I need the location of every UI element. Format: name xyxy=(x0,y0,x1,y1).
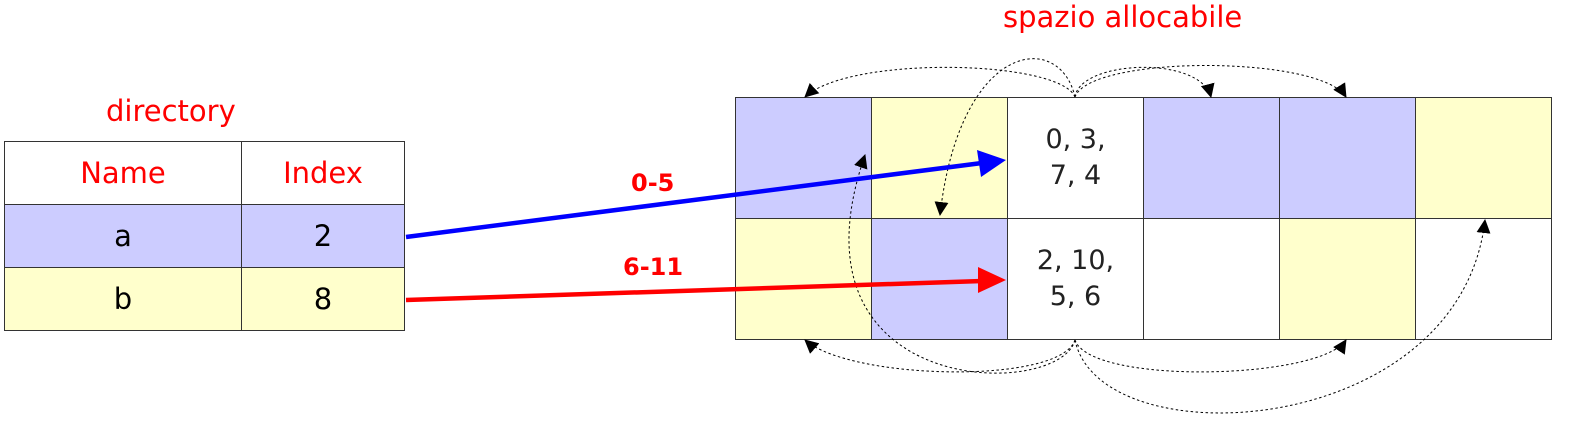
link-to-block-10 xyxy=(1074,339,1347,373)
directory-row-b: b 8 xyxy=(4,267,405,331)
disk-block-cell xyxy=(736,98,872,219)
disk-block-cell xyxy=(1416,219,1552,340)
index-block-cell: 0, 3, 7, 4 xyxy=(1008,98,1144,219)
file-index-cell: 8 xyxy=(241,267,405,331)
disk-block-cell xyxy=(872,98,1008,219)
disk-block-cell xyxy=(1280,219,1416,340)
directory-table: Name Index a 2 b 8 xyxy=(4,141,405,331)
directory-title: directory xyxy=(106,94,236,128)
pointer-a-label: 0-5 xyxy=(631,169,674,197)
link-to-block-4 xyxy=(1074,65,1347,98)
file-index-cell: 2 xyxy=(241,204,405,268)
link-to-block-3 xyxy=(1074,66,1215,98)
index-block-cell: 2, 10, 5, 6 xyxy=(1008,219,1144,340)
directory-row-a: a 2 xyxy=(4,204,405,268)
allocatable-space-title: spazio allocabile xyxy=(1003,0,1243,34)
disk-block-cell xyxy=(736,219,872,340)
pointer-b-label: 6-11 xyxy=(623,253,683,281)
directory-header-row: Name Index xyxy=(4,141,405,205)
file-name-cell: b xyxy=(4,267,242,331)
link-to-block-0 xyxy=(804,66,1076,98)
name-column-header: Name xyxy=(4,141,242,205)
disk-block-cell xyxy=(1416,98,1552,219)
index-column-header: Index xyxy=(241,141,405,205)
file-name-cell: a xyxy=(4,204,242,268)
link-to-block-6 xyxy=(804,339,1076,373)
disk-block-cell xyxy=(872,219,1008,340)
disk-block-cell xyxy=(1280,98,1416,219)
disk-block-cell xyxy=(1144,219,1280,340)
disk-block-cell xyxy=(1144,98,1280,219)
